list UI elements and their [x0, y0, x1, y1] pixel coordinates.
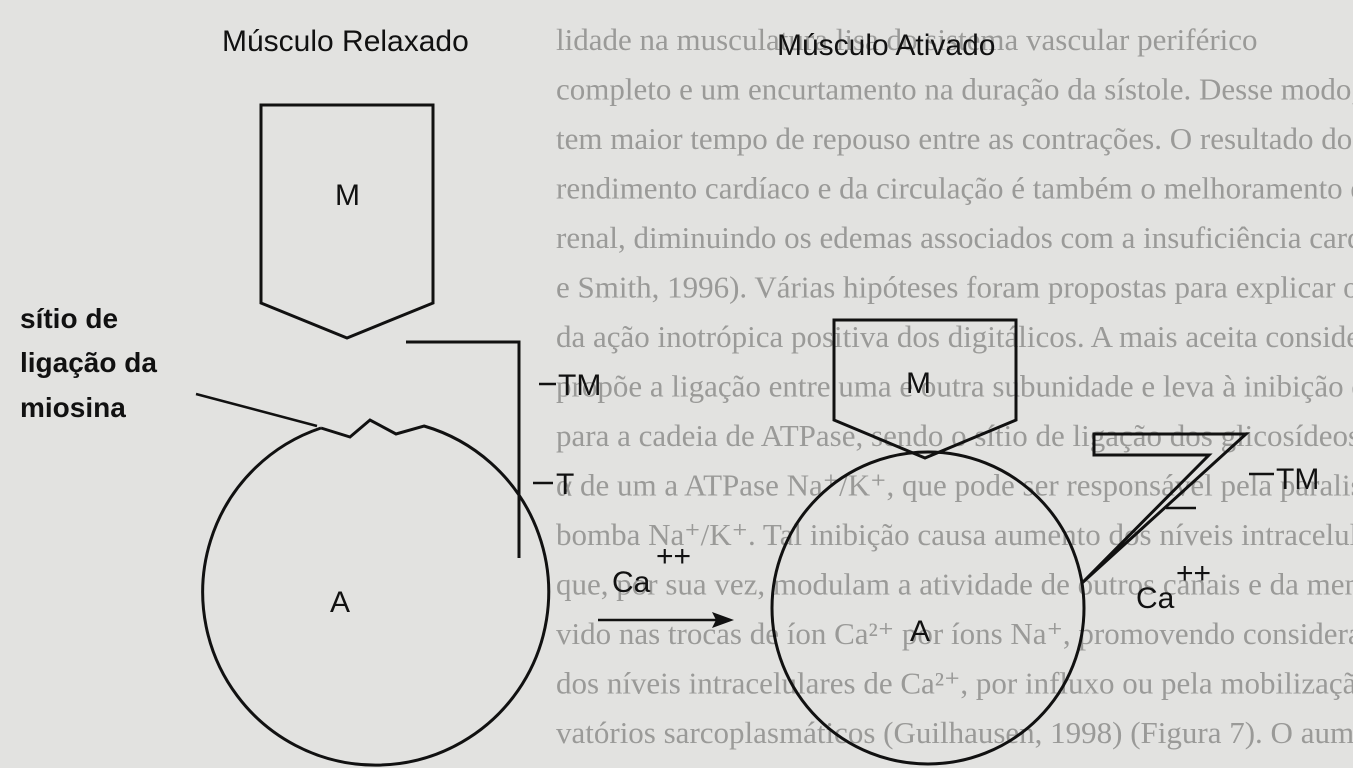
actin-filament-relaxed — [201, 418, 551, 767]
myosin-label-relaxed: M — [335, 179, 360, 212]
myosin-head-activated — [832, 318, 1018, 460]
tropomyosin-label-relaxed: TM — [558, 369, 601, 402]
background-text-line: α de um a ATPase Na⁺/K⁺, que pode ser re… — [556, 468, 1353, 503]
actin-label-relaxed: A — [330, 586, 350, 619]
background-text-line: completo e um encurtamento na duração da… — [556, 72, 1353, 107]
background-text-line: rendimento cardíaco e da circulação é ta… — [556, 171, 1353, 206]
background-text-line: tem maior tempo de repouso entre as cont… — [556, 121, 1353, 156]
background-text-line: da ação inotrópica positiva dos digitáli… — [556, 319, 1353, 354]
title-relaxed: Músculo Relaxado — [222, 25, 469, 58]
background-text: lidade na musculatura lisa do sistema va… — [556, 22, 1353, 750]
binding-site-label-line-2: ligação da — [20, 347, 157, 378]
background-text-line: dos níveis intracelulares de Ca²⁺, por i… — [556, 666, 1353, 701]
background-text-line: bomba Na⁺/K⁺. Tal inibição causa aumento… — [556, 517, 1353, 552]
background-text-line: vido nas trocas de íon Ca²⁺ por íons Na⁺… — [556, 616, 1353, 651]
troponin-label: T — [556, 468, 574, 501]
background-text-line: que, por sua vez, modulam a atividade de… — [556, 567, 1353, 602]
background-text-line: vatórios sarcoplasmáticos (Guilhausen, 1… — [556, 715, 1353, 750]
actin-filament-activated — [770, 450, 1086, 766]
background-text-line: e Smith, 1996). Várias hipóteses foram p… — [556, 270, 1353, 305]
binding-site-pointer — [195, 392, 318, 428]
background-text-line: lidade na musculatura lisa do sistema va… — [556, 22, 1258, 57]
tropomyosin-strand-relaxed — [406, 340, 521, 558]
tropomyosin-strand-activated — [1080, 432, 1250, 585]
background-text-line: propõe a ligação entre uma e outra subun… — [556, 369, 1353, 404]
binding-site-label-line-1: sítio de — [20, 303, 118, 334]
tropomyosin-label-activated: TM — [1276, 463, 1319, 496]
binding-site-label-line-3: miosina — [20, 392, 126, 423]
calcium-ion-label-activated: Ca — [1136, 582, 1175, 615]
actin-label-activated: A — [910, 615, 930, 648]
myosin-label-activated: M — [906, 367, 931, 400]
title-activated: Músculo Ativado — [777, 29, 995, 62]
calcium-ion-label: Ca — [612, 566, 651, 599]
transition-arrowhead-icon — [712, 612, 734, 628]
myosin-head-relaxed — [259, 103, 435, 340]
calcium-charge-label-activated: ++ — [1176, 557, 1211, 590]
calcium-charge-label: ++ — [656, 540, 691, 573]
background-text-line: renal, diminuindo os edemas associados c… — [556, 220, 1353, 255]
